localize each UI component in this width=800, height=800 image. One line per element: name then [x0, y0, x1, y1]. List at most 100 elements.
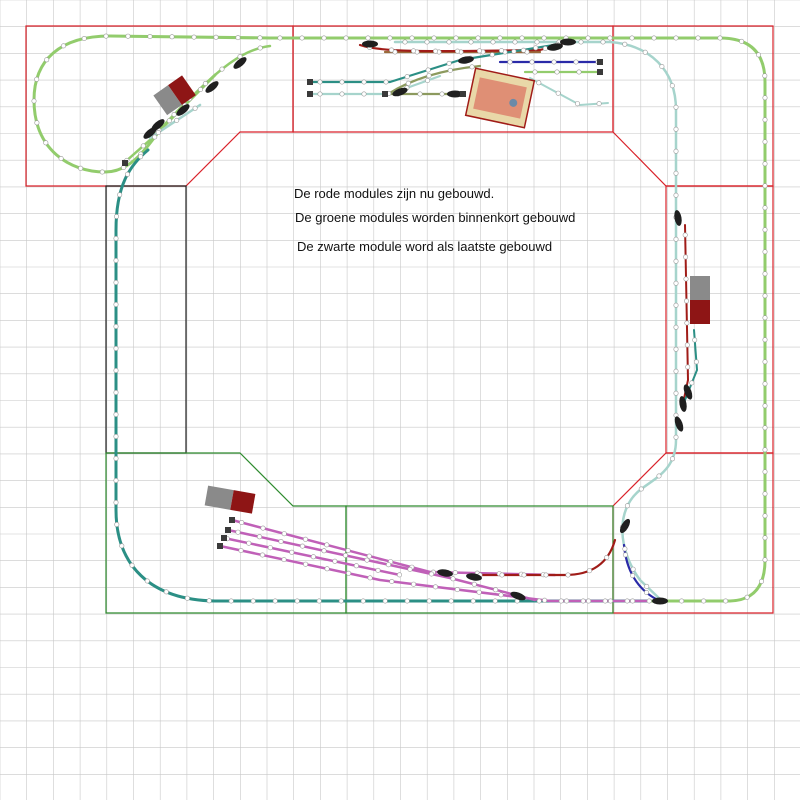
- track-joint-icon: [646, 598, 652, 604]
- track-joint-icon: [113, 499, 119, 505]
- track-joint-icon: [762, 557, 768, 563]
- track-joint-icon: [762, 403, 768, 409]
- track-joint-icon: [762, 359, 768, 365]
- track-joint-icon: [324, 542, 330, 548]
- track-joint-icon: [138, 154, 144, 160]
- track-joint-icon: [385, 562, 391, 568]
- track-joint-icon: [554, 69, 560, 75]
- track-joint-icon: [219, 66, 225, 72]
- track-joint-icon: [574, 101, 580, 107]
- track-joint-icon: [762, 183, 768, 189]
- track-joint-icon: [281, 557, 287, 563]
- track-joint-icon: [278, 538, 284, 544]
- track-joint-icon: [669, 456, 675, 462]
- track-joint-icon: [758, 578, 764, 584]
- turnouts: [143, 38, 693, 605]
- track-joint-icon: [31, 98, 37, 104]
- turnout-icon: [143, 127, 157, 139]
- track-joint-icon: [673, 324, 679, 330]
- track-joint-icon: [762, 491, 768, 497]
- track-joint-icon: [174, 117, 180, 123]
- track-joint-icon: [762, 425, 768, 431]
- track-joint-icon: [206, 598, 212, 604]
- track-joint-icon: [558, 598, 564, 604]
- track-joint-icon: [586, 568, 592, 574]
- track-joints: [31, 33, 768, 604]
- track-joint-icon: [469, 64, 475, 70]
- buffer-stop-icon: [229, 517, 235, 523]
- track-joint-icon: [693, 359, 699, 365]
- track-joint-icon: [166, 118, 172, 124]
- module-left-black: [105, 185, 187, 454]
- track-joint-icon: [624, 503, 630, 509]
- track-joint-icon: [576, 69, 582, 75]
- track-inner-pale-right: [393, 40, 678, 603]
- note-upcoming-modules: De groene modules worden binnenkort gebo…: [295, 210, 576, 225]
- track-joint-icon: [365, 35, 371, 41]
- track-joint-icon: [382, 598, 388, 604]
- track-joint-icon: [762, 513, 768, 519]
- buffer-stop-icon: [597, 59, 603, 65]
- turnout-icon: [560, 38, 576, 46]
- track-joint-icon: [113, 279, 119, 285]
- track-joint-icon: [673, 390, 679, 396]
- track-joint-icon: [683, 276, 689, 282]
- track-joint-icon: [673, 434, 679, 440]
- track-joint-icon: [489, 52, 495, 58]
- track-joint-icon: [405, 80, 411, 86]
- track-joint-icon: [586, 598, 592, 604]
- track-joint-icon: [692, 337, 698, 343]
- track-joint-icon: [476, 48, 482, 54]
- track-joint-icon: [257, 35, 263, 41]
- track-joint-icon: [684, 320, 690, 326]
- track-outer-loop-right-top: [268, 36, 767, 603]
- track-joint-icon: [235, 35, 241, 41]
- buffer-stop-icon: [460, 91, 466, 97]
- track-joint-icon: [629, 35, 635, 41]
- track-joint-icon: [683, 254, 689, 260]
- track-joint-icon: [338, 598, 344, 604]
- track-joint-icon: [762, 227, 768, 233]
- track-joint-icon: [361, 79, 367, 85]
- track-joint-icon: [302, 536, 308, 542]
- track-joint-icon: [310, 554, 316, 560]
- buffer-stops: [122, 59, 603, 549]
- track-joint-icon: [321, 548, 327, 554]
- track-joint-icon: [519, 35, 525, 41]
- track-joint-icon: [119, 543, 125, 549]
- track-joint-icon: [762, 117, 768, 123]
- track-joint-icon: [58, 156, 64, 162]
- track-joint-icon: [624, 598, 630, 604]
- track-top-pale-curve: [529, 77, 609, 106]
- track-layout: [32, 34, 767, 603]
- note-built-modules: De rode modules zijn nu gebouwd.: [294, 186, 495, 201]
- track-joint-icon: [755, 52, 761, 58]
- track-joint-icon: [476, 589, 482, 595]
- track-joint-icon: [321, 35, 327, 41]
- buffer-stop-icon: [221, 535, 227, 541]
- buffer-stop-icon: [217, 543, 223, 549]
- track-joint-icon: [542, 597, 548, 603]
- track-joint-icon: [673, 236, 679, 242]
- track-joint-icon: [169, 34, 175, 40]
- track-joint-icon: [689, 380, 695, 386]
- track-joint-icon: [673, 104, 679, 110]
- track-joint-icon: [644, 583, 650, 589]
- track-joint-icon: [114, 214, 120, 220]
- track-joint-icon: [425, 78, 431, 84]
- track-joint-icon: [541, 35, 547, 41]
- track-joint-icon: [683, 298, 689, 304]
- track-joint-icon: [673, 35, 679, 41]
- track-joint-icon: [43, 140, 49, 146]
- track-joint-icon: [608, 598, 614, 604]
- track-joint-icon: [471, 581, 477, 587]
- track-joint-icon: [113, 257, 119, 263]
- track-joint-icon: [565, 572, 571, 578]
- track-joint-icon: [762, 337, 768, 343]
- track-joint-icon: [607, 35, 613, 41]
- track-joint-icon: [604, 554, 610, 560]
- track-joint-icon: [669, 83, 675, 89]
- track-joint-icon: [431, 35, 437, 41]
- track-joint-icon: [762, 73, 768, 79]
- track-joint-icon: [685, 364, 691, 370]
